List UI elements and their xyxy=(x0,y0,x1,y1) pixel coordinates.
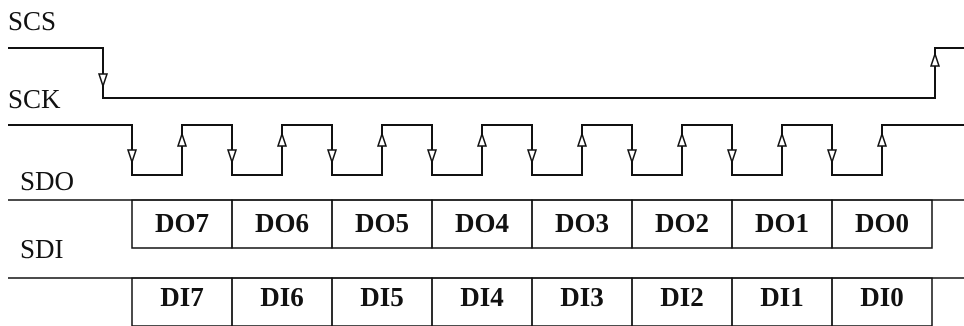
sdo-bit-label: DO5 xyxy=(355,208,409,238)
sdo-bit-label: DO3 xyxy=(555,208,609,238)
sdi-bit-label: DI1 xyxy=(760,282,804,312)
sdi-bit-label: DI0 xyxy=(860,282,904,312)
sck-falling-edge-arrow xyxy=(526,149,538,165)
sdi-data-cells: DI7 DI6 DI5 DI4 DI3 DI2 DI1 DI0 xyxy=(131,277,933,326)
scs-falling-edge-arrow xyxy=(97,73,109,89)
scs-waveform xyxy=(8,47,964,99)
sck-rising-edge-arrow xyxy=(276,131,288,147)
sdo-bit-label: DO4 xyxy=(455,208,509,238)
sck-rising-edge-arrow xyxy=(376,131,388,147)
sdi-bit-label: DI4 xyxy=(460,282,504,312)
sck-rising-edge-arrow xyxy=(576,131,588,147)
sdi-bit-label: DI3 xyxy=(560,282,604,312)
sck-waveform xyxy=(8,124,964,176)
sdo-bit-label: DO6 xyxy=(255,208,309,238)
sck-falling-edge-arrow xyxy=(626,149,638,165)
sdo-bit-label: DO7 xyxy=(155,208,209,238)
sck-falling-edge-arrow xyxy=(326,149,338,165)
sdo-label: SDO xyxy=(20,166,74,196)
sdi-bit-label: DI6 xyxy=(260,282,304,312)
scs-label: SCS xyxy=(8,6,56,36)
sck-falling-edge-arrow xyxy=(226,149,238,165)
scs-rising-edge-arrow xyxy=(929,51,941,67)
sck-rising-edge-arrow xyxy=(876,131,888,147)
sdo-data-cells: DO7 DO6 DO5 DO4 DO3 DO2 DO1 DO0 xyxy=(131,199,933,249)
sdi-label: SDI xyxy=(20,234,64,264)
sdo-cell xyxy=(831,199,933,249)
sck-falling-edge-arrow xyxy=(126,149,138,165)
sck-falling-edge-arrow xyxy=(726,149,738,165)
sck-label: SCK xyxy=(8,84,61,114)
sck-falling-edge-arrow xyxy=(826,149,838,165)
sdi-cell xyxy=(831,277,933,326)
sck-falling-edge-arrow xyxy=(426,149,438,165)
sdi-bit-label: DI5 xyxy=(360,282,404,312)
sck-rising-edge-arrow xyxy=(676,131,688,147)
sck-rising-edge-arrow xyxy=(776,131,788,147)
sck-edge-arrows xyxy=(126,131,888,165)
sdo-bit-label: DO1 xyxy=(755,208,809,238)
sdo-bit-label: DO0 xyxy=(855,208,909,238)
sdo-bit-label: DO2 xyxy=(655,208,709,238)
sdi-bit-label: DI2 xyxy=(660,282,704,312)
sck-rising-edge-arrow xyxy=(176,131,188,147)
sdi-bit-label: DI7 xyxy=(160,282,204,312)
sck-rising-edge-arrow xyxy=(476,131,488,147)
